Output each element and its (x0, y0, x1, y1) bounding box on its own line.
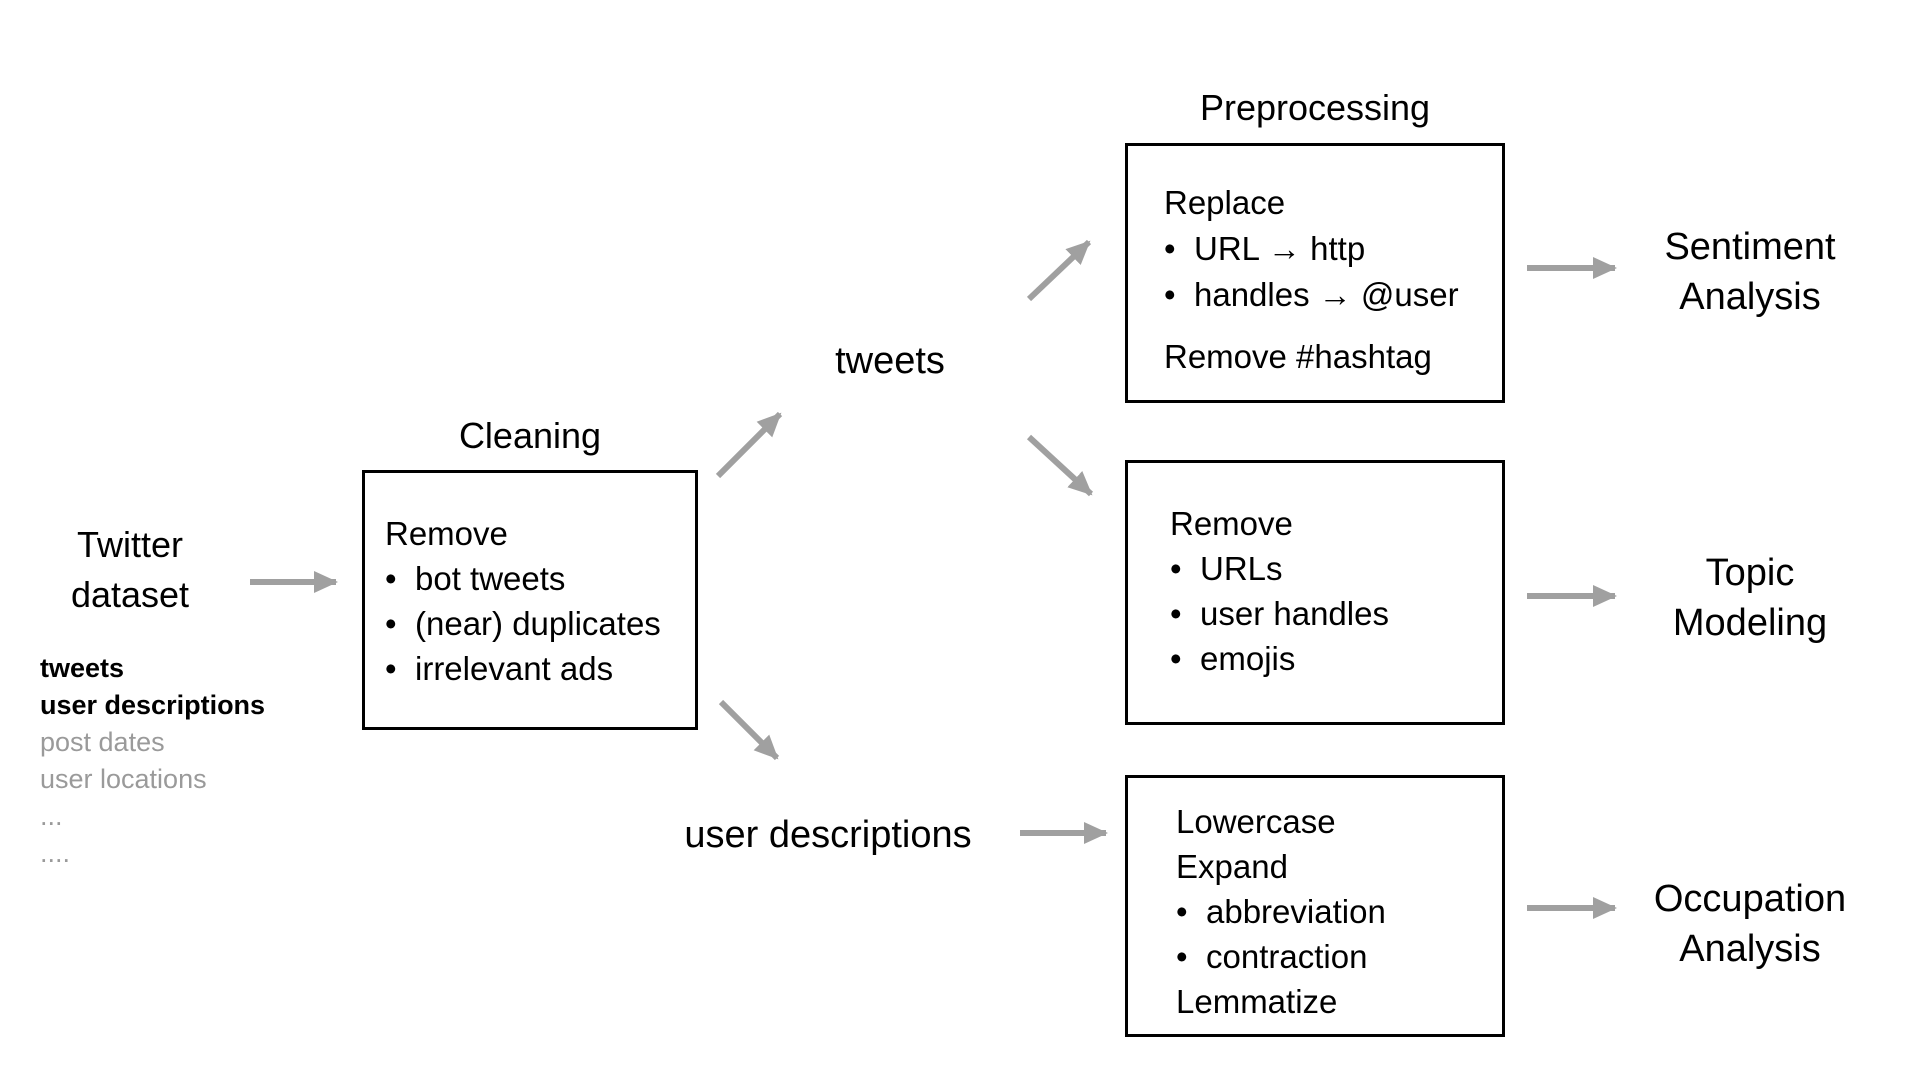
lemmatize-line: Lemmatize (1176, 983, 1338, 1020)
source-field-user-locations: user locations (40, 764, 207, 794)
source-title-line2: dataset (70, 574, 190, 615)
lowercase-line: Lowercase (1176, 803, 1336, 840)
remove-bullet-item: • URLs (1170, 546, 1502, 591)
bullet-text: contraction (1206, 938, 1368, 975)
remove-heading: Remove (1170, 505, 1293, 542)
preprocessing-replace-box: Replace • URL → http • handles → @user R… (1125, 143, 1505, 403)
bullet-text: (near) duplicates (415, 605, 661, 642)
normalize-bullet-item: • abbreviation (1176, 889, 1502, 934)
cleaning-bullet-item: • (near) duplicates (385, 601, 695, 646)
remove-hashtag-heading: Remove #hashtag (1164, 338, 1432, 375)
bullet-icon: • (1170, 550, 1182, 587)
bullet-icon: • (1164, 276, 1176, 313)
source-field-user-descriptions: user descriptions (40, 690, 266, 720)
source-field-tweets: tweets (40, 653, 125, 683)
replace-heading: Replace (1164, 184, 1286, 221)
bullet-icon: • (385, 560, 397, 597)
replace-bullet-item: • URL → http (1164, 226, 1502, 272)
bullet-icon: • (385, 650, 397, 687)
cleaning-bullet-item: • irrelevant ads (385, 646, 695, 691)
bullet-icon: • (1170, 640, 1182, 677)
source-field-post-dates: post dates (40, 727, 165, 757)
output-topic-modeling: Topic Modeling (1620, 548, 1880, 648)
output-line: Occupation (1653, 878, 1847, 920)
cleaning-bullet-item: • bot tweets (385, 556, 695, 601)
source-field-ellipsis-2: .... (40, 838, 71, 868)
output-line: Topic (1705, 552, 1795, 594)
output-line: Analysis (1679, 928, 1821, 970)
source-field-list: tweets user descriptions post dates user… (40, 650, 265, 872)
replace-bullet-item: • handles → @user (1164, 272, 1502, 318)
arrow-tweets-to-replace-box (1026, 239, 1092, 302)
bullet-text: URL → http (1194, 230, 1366, 267)
bullet-icon: • (1176, 938, 1188, 975)
output-sentiment-analysis: Sentiment Analysis (1620, 222, 1880, 322)
bullet-text: emojis (1200, 640, 1296, 677)
bullet-icon: • (1176, 893, 1188, 930)
normalize-bullet-item: • contraction (1176, 934, 1502, 979)
preprocessing-remove-box: Remove • URLs • user handles • emojis (1125, 460, 1505, 725)
arrow-cleaning-to-user-descriptions (718, 699, 780, 761)
output-line: Sentiment (1664, 226, 1836, 268)
bullet-icon: • (385, 605, 397, 642)
remove-bullet-item: • user handles (1170, 591, 1502, 636)
bullet-icon: • (1170, 595, 1182, 632)
output-occupation-analysis: Occupation Analysis (1620, 874, 1880, 974)
preprocessing-title: Preprocessing (1199, 87, 1431, 128)
remove-bullet-item: • emojis (1170, 636, 1502, 681)
branch-label-tweets: tweets (835, 340, 945, 382)
bullet-text: handles → @user (1194, 276, 1459, 313)
bullet-text: URLs (1200, 550, 1283, 587)
branch-label-user-descriptions: user descriptions (684, 814, 972, 856)
bullet-icon: • (1164, 230, 1176, 267)
bullet-text: irrelevant ads (415, 650, 614, 687)
cleaning-box: Remove • bot tweets • (near) duplicates … (362, 470, 698, 730)
source-title-line1: Twitter (76, 524, 183, 565)
preprocessing-normalize-box: Lowercase Expand • abbreviation • contra… (1125, 775, 1505, 1037)
cleaning-title: Cleaning (458, 415, 602, 456)
bullet-text: bot tweets (415, 560, 566, 597)
cleaning-heading: Remove (385, 515, 508, 552)
bullet-text: abbreviation (1206, 893, 1386, 930)
output-line: Analysis (1679, 276, 1821, 318)
output-line: Modeling (1672, 602, 1828, 644)
arrow-tweets-to-remove-box (1026, 434, 1094, 497)
source-node-label: Twitter dataset (30, 520, 230, 620)
source-field-ellipsis-1: ... (40, 801, 63, 831)
bullet-text: user handles (1200, 595, 1389, 632)
arrow-cleaning-to-tweets (715, 411, 783, 479)
expand-line: Expand (1176, 848, 1288, 885)
